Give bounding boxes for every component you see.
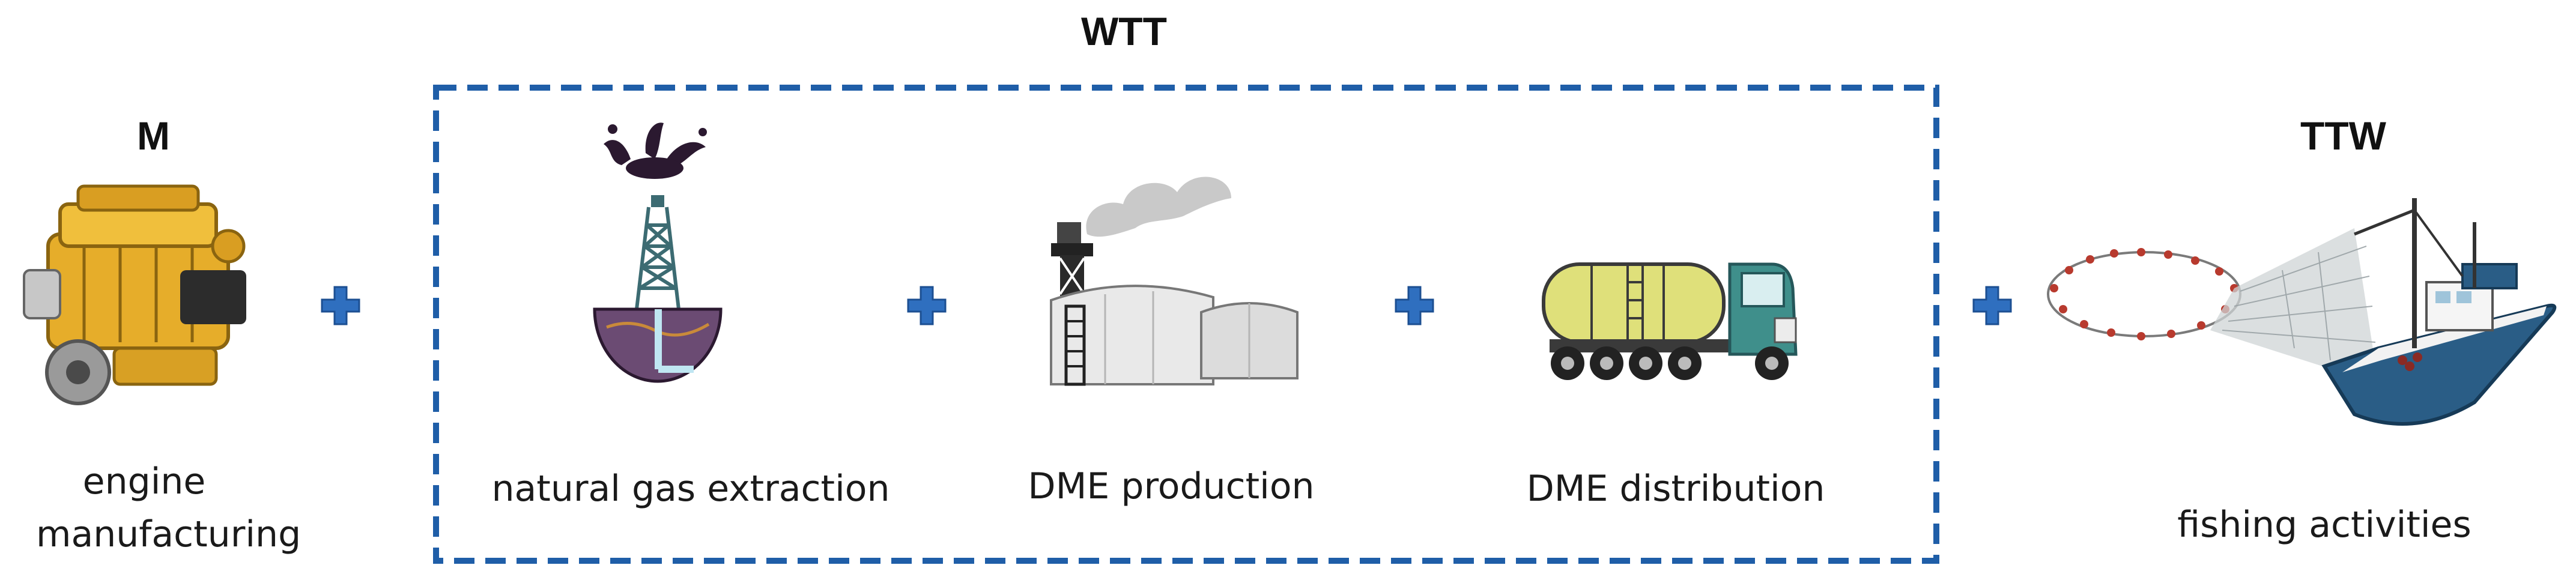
wtt-boundary (432, 84, 1940, 564)
gas-well-icon (589, 117, 733, 399)
fishing-boat-icon (2042, 186, 2571, 438)
tanker-truck-icon (1538, 240, 1802, 390)
engine-label: engine manufacturing (36, 455, 302, 561)
engine-label-line1: engine (82, 461, 206, 503)
heading-ttw: TTW (2300, 113, 2386, 158)
plus-icon (906, 285, 948, 327)
plus-icon (1393, 285, 1435, 327)
engine-icon (12, 180, 264, 420)
distribution-label: DME distribution (1526, 468, 1825, 510)
fishing-label: fishing activities (2177, 504, 2471, 546)
production-label: DME production (1028, 465, 1315, 507)
refinery-icon (1033, 144, 1321, 390)
gas-label: natural gas extraction (491, 468, 890, 510)
engine-label-line2: manufacturing (36, 513, 302, 555)
heading-wtt: WTT (1081, 9, 1167, 53)
plus-icon (320, 285, 362, 327)
plus-icon (1971, 285, 2013, 327)
heading-m: M (137, 113, 170, 158)
